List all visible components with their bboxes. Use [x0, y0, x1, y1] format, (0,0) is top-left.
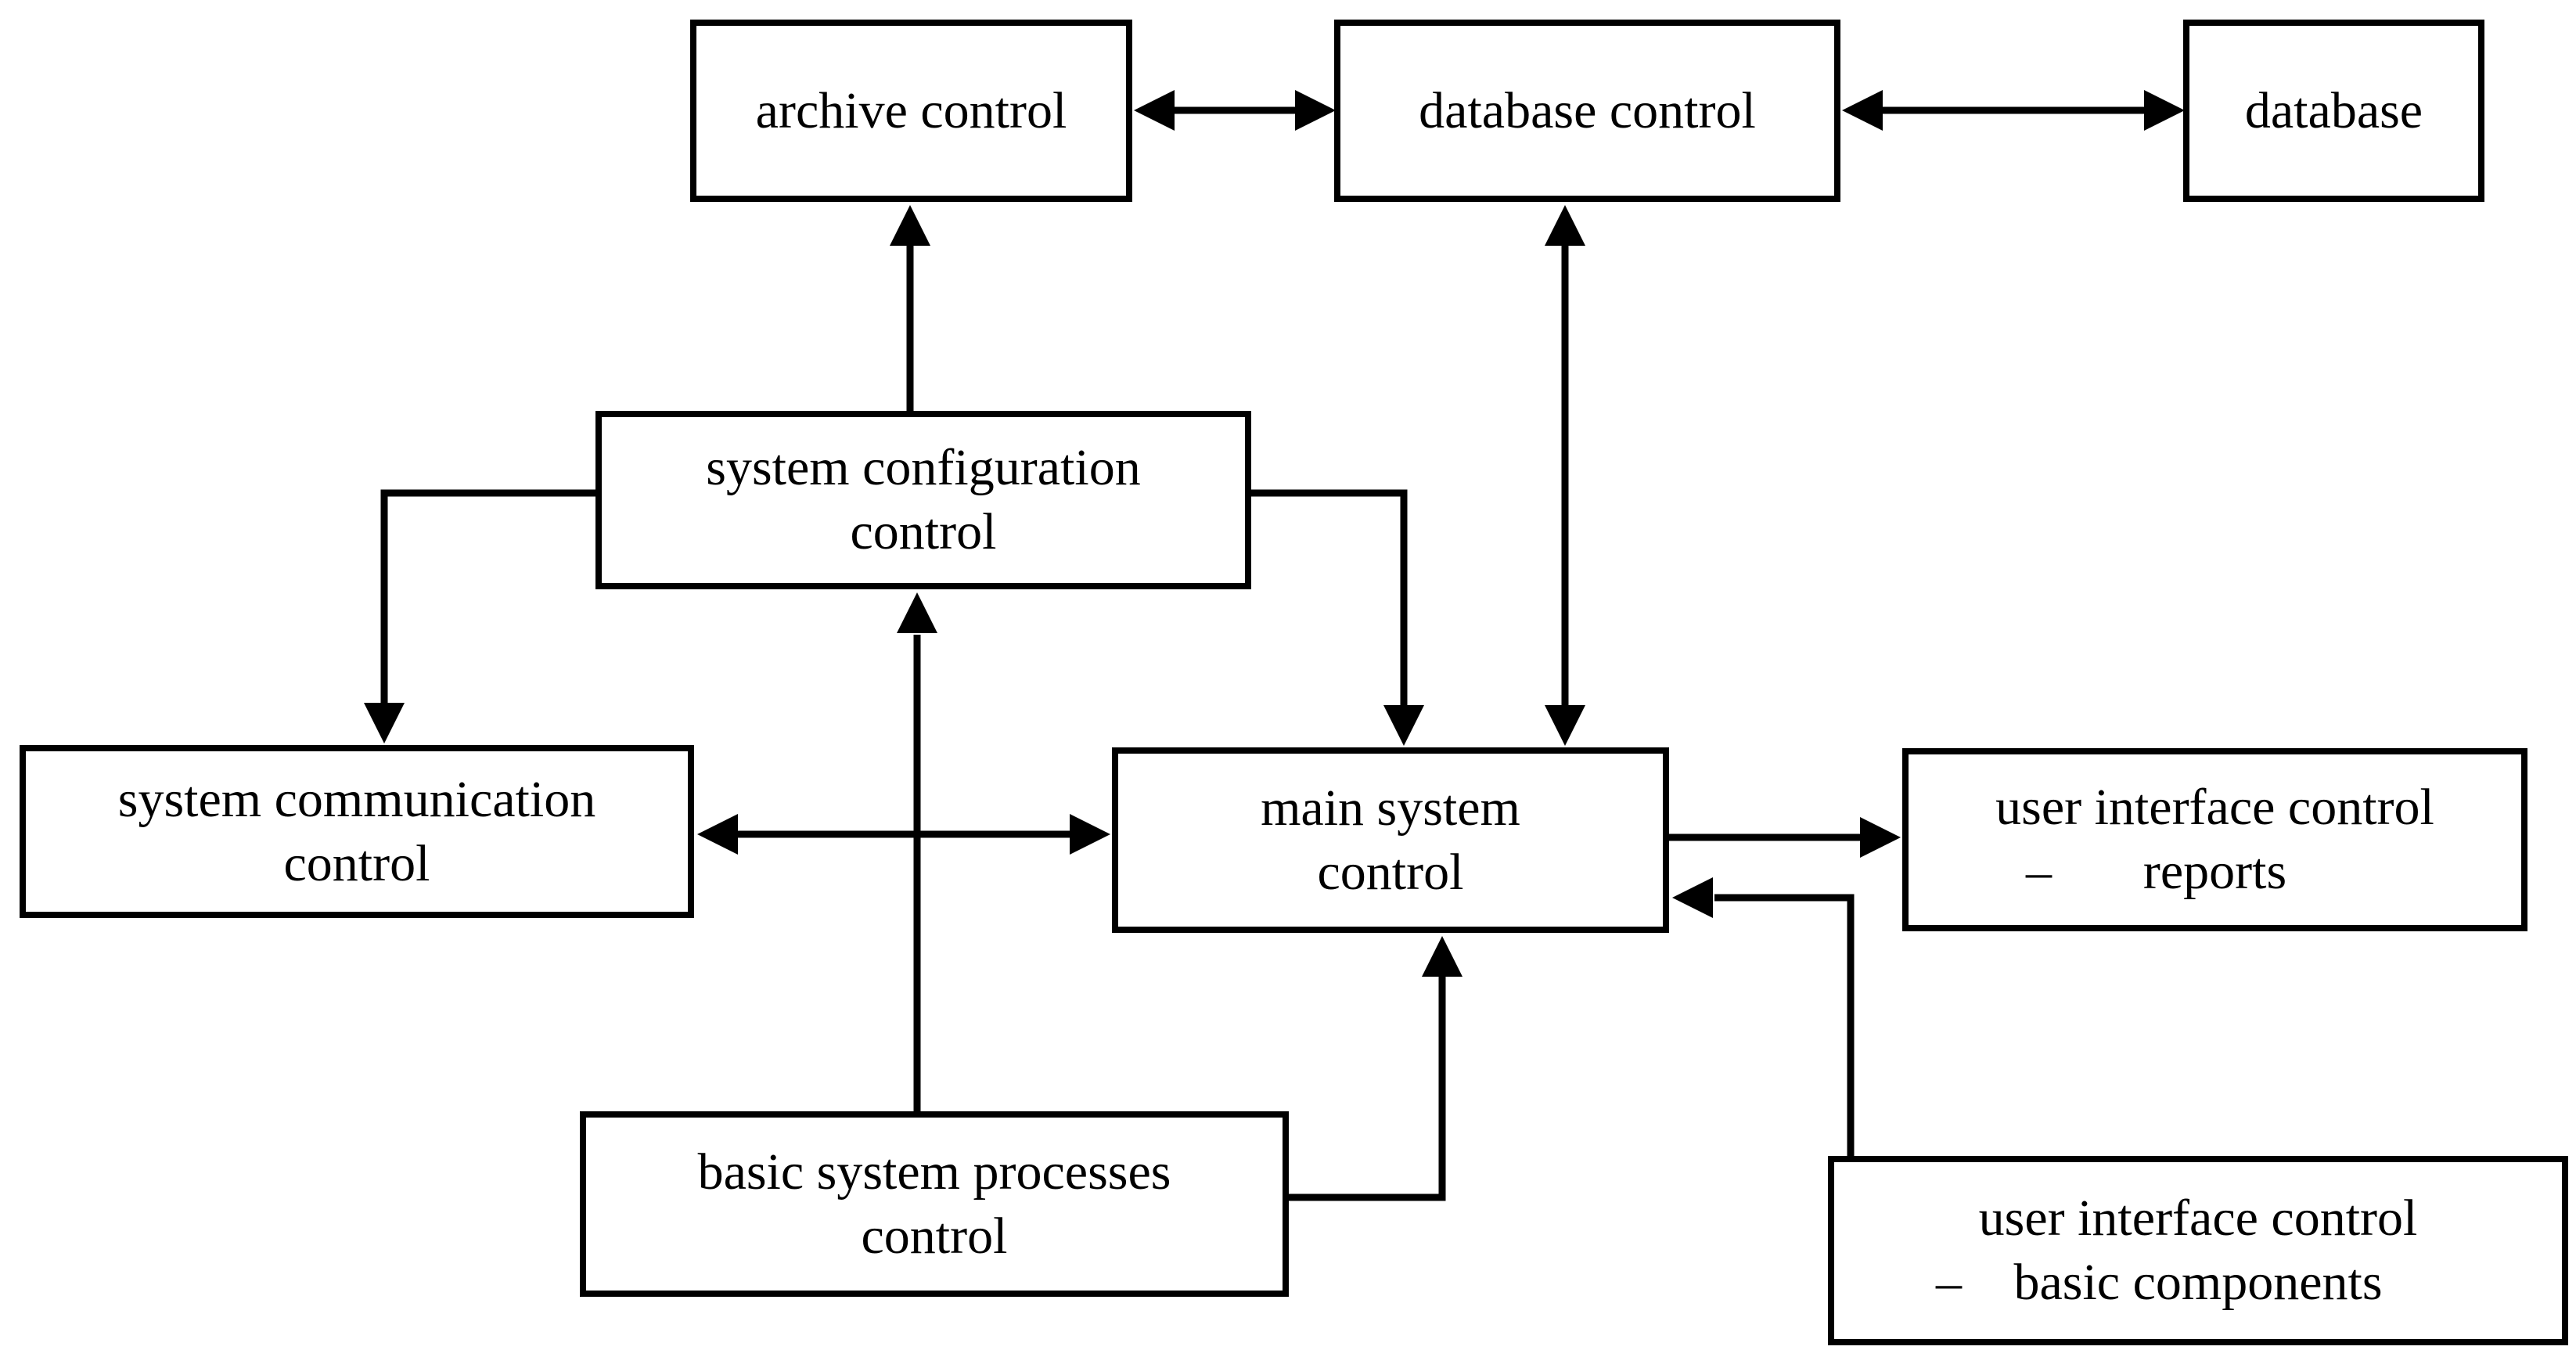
node-label-line2-text: reports — [2142, 843, 2287, 900]
edge-config-system-communication-control — [364, 489, 595, 743]
edge-main-system-control-ui-reports — [1669, 817, 1901, 858]
node-label-line1: system configuration — [706, 439, 1141, 496]
node-system-communication-control: system communication control — [20, 745, 694, 918]
node-label-line2: control — [1317, 843, 1464, 901]
node-label-line1: user interface control — [1995, 779, 2434, 836]
node-user-interface-control-reports: user interface control – reports — [1902, 748, 2527, 931]
dash-glyph: – — [2026, 843, 2052, 900]
node-system-configuration-control: system configuration control — [595, 411, 1251, 589]
node-label-line2: control — [283, 834, 430, 892]
node-basic-system-processes-control: basic system processes control — [580, 1111, 1289, 1297]
node-label-line2: control — [861, 1207, 1008, 1265]
node-database: database — [2183, 20, 2484, 202]
edge-config-main-system-control — [1251, 489, 1424, 746]
edge-database-control-database — [1842, 90, 2185, 131]
dash-glyph: – — [1936, 1254, 1962, 1311]
node-database-control: database control — [1334, 20, 1840, 202]
node-archive-control: archive control — [690, 20, 1132, 202]
edge-archive-control-database-control — [1134, 90, 1336, 131]
node-label-line2: – reports — [1909, 840, 2521, 904]
node-label: database control — [1419, 81, 1756, 139]
edge-config-archive-control — [890, 205, 930, 411]
node-label: archive control — [755, 81, 1067, 139]
node-label-line2-text: basic components — [2013, 1254, 2383, 1311]
node-label-line1: user interface control — [1978, 1190, 2418, 1247]
node-label-line1: basic system processes — [697, 1143, 1171, 1201]
node-label: database — [2244, 81, 2423, 139]
edge-ui-basic-components-main-system-control — [1672, 877, 1855, 1156]
node-user-interface-control-basic-components: user interface control – basic component… — [1828, 1156, 2568, 1345]
edge-basic-processes-main-system-control — [1289, 936, 1462, 1201]
node-label-line2: control — [850, 503, 997, 560]
node-label-line1: main system — [1261, 779, 1520, 837]
edge-system-communication-main-system-control — [697, 814, 1110, 855]
node-label-line2: – basic components — [1834, 1251, 2562, 1315]
node-main-system-control: main system control — [1112, 747, 1669, 933]
node-label-line1: system communication — [117, 770, 596, 828]
edge-database-control-main-system-control — [1545, 205, 1585, 746]
edge-basic-processes-config — [897, 592, 937, 1111]
